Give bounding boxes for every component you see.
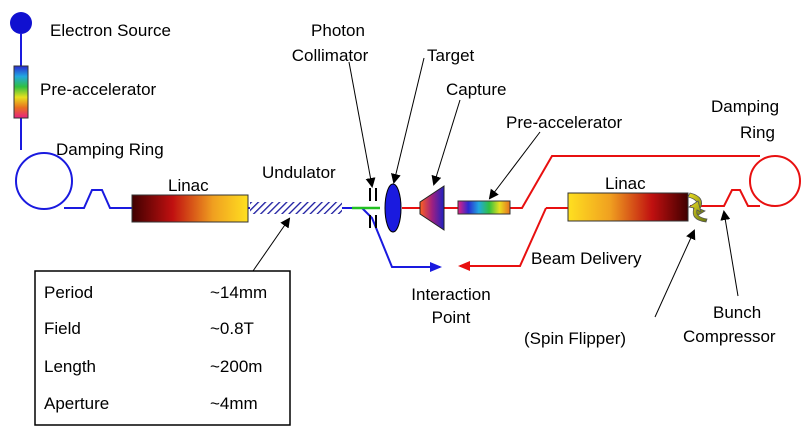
positron-beamline xyxy=(402,155,801,271)
spec-value: ~4mm xyxy=(210,394,258,413)
capture-pointer xyxy=(431,99,461,186)
electron-to-ip-arrow xyxy=(361,207,442,272)
label-beam-delivery: Beam Delivery xyxy=(531,249,642,268)
specs-row: Field ~0.8T xyxy=(44,319,254,338)
capture-shape xyxy=(419,185,445,231)
damping-ring-left-shape xyxy=(15,152,73,210)
spec-param: Field xyxy=(44,319,81,338)
specs-row: Period ~14mm xyxy=(44,283,267,302)
target-shape xyxy=(384,183,402,233)
spec-value: ~200m xyxy=(210,357,262,376)
label-bunch-compressor-2: Compressor xyxy=(683,327,776,346)
label-interaction-point-2: Point xyxy=(432,308,471,327)
linac-left-shape xyxy=(131,194,249,223)
spin-flipper-shape xyxy=(687,192,708,223)
bunch-compressor-pointer xyxy=(720,210,739,297)
pre-accelerator-right-pointer xyxy=(488,131,541,200)
specs-row: Length ~200m xyxy=(44,357,262,376)
positron-to-ip-arrow xyxy=(458,207,547,271)
label-damping-ring-right-1: Damping xyxy=(711,97,779,116)
pre-accelerator-right-shape xyxy=(457,200,511,215)
label-pre-accelerator-right: Pre-accelerator xyxy=(506,113,623,132)
spec-value: ~0.8T xyxy=(210,319,254,338)
electron-source-dot xyxy=(10,12,32,34)
label-damping-ring-right-2: Ring xyxy=(740,123,775,142)
spec-param: Period xyxy=(44,283,93,302)
spec-param: Length xyxy=(44,357,96,376)
specs-row: Aperture ~4mm xyxy=(44,394,258,413)
label-interaction-point-1: Interaction xyxy=(411,285,490,304)
label-linac-left: Linac xyxy=(168,176,209,195)
label-pre-accelerator-left: Pre-accelerator xyxy=(40,80,157,99)
spec-param: Aperture xyxy=(44,394,109,413)
label-electron-source: Electron Source xyxy=(50,21,171,40)
damping-ring-right-shape xyxy=(749,155,801,207)
pre-accelerator-left-shape xyxy=(13,65,29,119)
label-capture: Capture xyxy=(446,80,506,99)
photon-collimator-shape xyxy=(369,188,377,228)
spec-value: ~14mm xyxy=(210,283,267,302)
undulator-pointer xyxy=(252,217,291,272)
spin-flipper-pointer xyxy=(654,229,696,318)
specs-table-border xyxy=(34,270,291,426)
linac-right-shape xyxy=(567,192,689,222)
collimator-pointer xyxy=(348,61,376,188)
label-spin-flipper: (Spin Flipper) xyxy=(524,329,626,348)
label-undulator: Undulator xyxy=(262,163,336,182)
label-damping-ring-left: Damping Ring xyxy=(56,140,164,159)
undulator-shape xyxy=(250,202,342,214)
label-photon-collimator-1: Photon xyxy=(311,21,365,40)
label-linac-right: Linac xyxy=(605,174,646,193)
label-target: Target xyxy=(427,46,475,65)
undulator-specs-table: Period ~14mm Field ~0.8T Length ~200m Ap… xyxy=(34,270,291,426)
label-photon-collimator-2: Collimator xyxy=(292,46,369,65)
target-pointer xyxy=(391,57,425,184)
label-bunch-compressor-1: Bunch xyxy=(713,303,761,322)
